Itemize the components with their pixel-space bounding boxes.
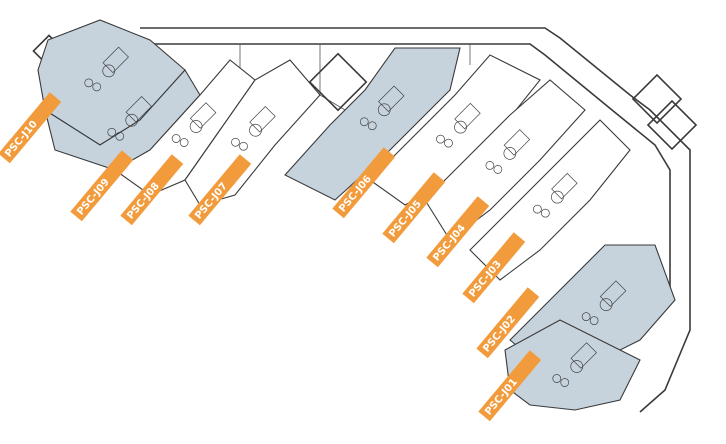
bed-fixture [551, 172, 578, 200]
tag-background [188, 154, 252, 226]
furniture-fixture [359, 117, 369, 127]
bed-fixture [378, 85, 405, 112]
tag-background [382, 172, 446, 244]
furniture-fixture [239, 141, 248, 151]
furniture-fixture [552, 374, 562, 383]
bed-fixture [454, 102, 481, 130]
furniture-fixture [84, 78, 94, 88]
furniture-fixture [533, 204, 542, 214]
bed-fixture [125, 96, 152, 123]
unit-psc-j01[interactable] [504, 319, 641, 411]
furniture-fixture [231, 137, 240, 147]
bed-fixture [102, 46, 129, 74]
tag-label: PSC-J01 [483, 377, 520, 418]
furniture-fixture [436, 134, 445, 144]
bed-fixture [570, 342, 597, 369]
bed-fixture [503, 129, 531, 156]
furniture-fixture [589, 316, 599, 325]
tag-background [0, 92, 62, 164]
tag-background [70, 150, 134, 222]
furniture-fixture [560, 378, 570, 387]
furniture-fixture [493, 165, 503, 174]
furniture-fixture [107, 127, 117, 137]
tag-background [120, 154, 184, 226]
furniture-fixture [171, 134, 181, 143]
tag-background [462, 232, 526, 304]
furniture-fixture [541, 208, 550, 218]
tag-label: PSC-J09 [75, 177, 112, 218]
tag-label: PSC-J10 [3, 119, 40, 160]
unit-psc-j06[interactable] [284, 47, 461, 201]
furniture-fixtures [84, 46, 627, 387]
furniture-fixture [581, 312, 591, 321]
furniture-fixture [367, 121, 377, 131]
furniture-fixture [115, 131, 125, 141]
tag-background [332, 147, 396, 219]
furniture-fixture [485, 161, 495, 170]
tag-background [426, 196, 490, 268]
bed-fixture [249, 106, 276, 133]
tag-background [476, 287, 540, 359]
furniture-fixture [92, 82, 102, 92]
furniture-fixture [179, 138, 189, 147]
furniture-fixture [444, 138, 453, 148]
tag-background [478, 350, 542, 422]
bed-fixture [189, 102, 217, 129]
bed-fixture [599, 280, 627, 307]
